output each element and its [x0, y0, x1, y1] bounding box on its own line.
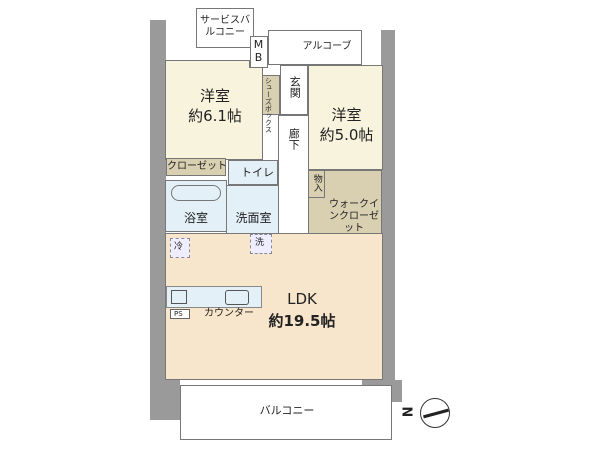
ldk: LDK 約19.5帖 冷 洗 PS カウンター [165, 233, 383, 380]
bathroom: 浴室 [165, 180, 227, 232]
alcove: アルコーブ [268, 30, 362, 65]
toilet: トイレ [228, 160, 278, 185]
counter-label: カウンター [204, 308, 254, 319]
bottom-wall [150, 378, 180, 420]
mb: MB [250, 36, 268, 68]
entrance: 玄関 [280, 65, 308, 115]
washer: 洗 [250, 234, 272, 254]
ps: PS [170, 309, 190, 319]
western-room-2: 洋室 約5.0帖 [308, 65, 383, 170]
left-wall [150, 20, 166, 385]
bathtub [171, 185, 221, 201]
fridge: 冷 [170, 238, 190, 258]
closet: クローゼット [166, 158, 227, 176]
stove-icon [171, 290, 187, 304]
washroom: 洗面室 [226, 185, 279, 235]
sink-icon [225, 290, 249, 305]
storage: 物入 [308, 170, 325, 198]
kitchen-counter [166, 286, 262, 308]
compass-icon [420, 398, 450, 428]
balcony: バルコニー [180, 385, 392, 440]
right-wall [381, 30, 395, 390]
service-balcony: サービスバルコニー [196, 8, 254, 48]
shoe-box: シューズボックス [262, 75, 280, 133]
compass-north-label: N [401, 406, 417, 418]
western-room-1: 洋室 約6.1帖 [165, 60, 250, 160]
